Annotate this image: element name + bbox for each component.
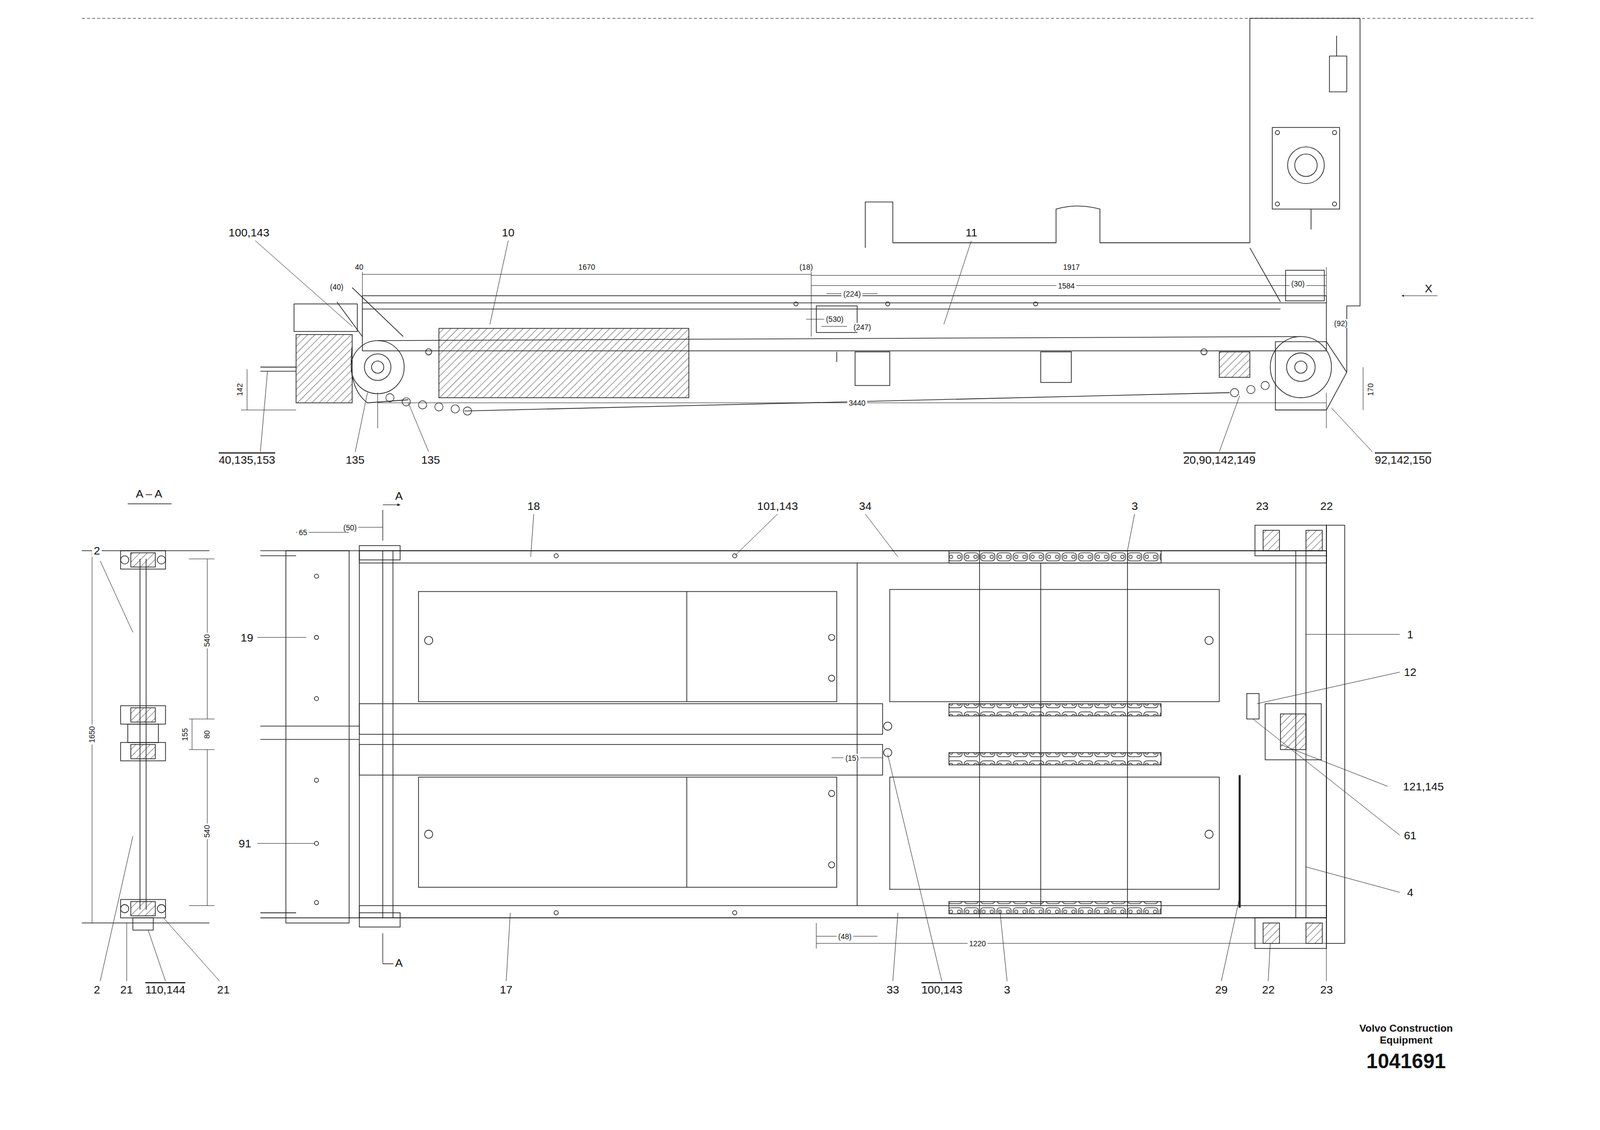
callout-number: 34 — [857, 499, 873, 513]
dimension-value: 540 — [202, 633, 212, 649]
callout-number: 135 — [419, 453, 442, 467]
callout-number: 11 — [964, 226, 980, 240]
callout-number: 22 — [1260, 983, 1276, 997]
callout-number: 100,143 — [226, 226, 271, 240]
callout-number: 40,135,153 — [217, 453, 277, 467]
callout-number: 23 — [1254, 499, 1271, 513]
dimension-value: (30) — [1289, 279, 1307, 289]
callout-number: 33 — [885, 983, 901, 997]
callout-number: 110,144 — [143, 983, 187, 997]
dimension-value: 1917 — [1061, 262, 1082, 272]
callout-number: 21 — [215, 983, 232, 997]
dimension-value: 155 — [180, 726, 190, 743]
callout-number: 2 — [92, 983, 103, 997]
callout-number: 22 — [1318, 499, 1334, 513]
callout-number: X — [1423, 282, 1434, 296]
callout-number: 91 — [237, 837, 253, 851]
callout-number: 21 — [118, 983, 135, 997]
callout-number: 1 — [1405, 628, 1416, 642]
callout-number: 19 — [239, 631, 255, 645]
drawing-number: 1041691 — [1364, 1050, 1448, 1075]
dimension-value: (530) — [824, 314, 846, 324]
callout-number: 10 — [500, 226, 516, 240]
dimension-value: 40 — [353, 262, 366, 272]
dimension-value: (15) — [843, 754, 861, 763]
callout-number: 3 — [1129, 499, 1140, 513]
callout-number: A – A — [134, 487, 164, 501]
dimension-value: 540 — [202, 823, 212, 840]
callout-number: 3 — [1002, 983, 1013, 997]
callout-number: 101,143 — [755, 499, 800, 513]
callout-number: A — [393, 956, 405, 970]
dimension-value: (48) — [836, 932, 854, 942]
dimension-value: 80 — [202, 728, 212, 741]
callout-number: 17 — [498, 983, 514, 997]
dimension-value: (247) — [851, 323, 873, 332]
callout-number: 92,142,150 — [1373, 453, 1433, 467]
dimension-value: 142 — [235, 382, 245, 398]
callout-number: 61 — [1402, 829, 1418, 843]
dimension-value: 170 — [1366, 382, 1375, 398]
dimension-value: 3440 — [847, 398, 867, 408]
dimension-value: 1650 — [87, 724, 97, 745]
dimension-value: 65 — [297, 528, 310, 537]
callout-number: A — [393, 489, 405, 503]
callout-number: 121,145 — [1401, 780, 1446, 794]
dimension-value: 1584 — [1056, 281, 1076, 291]
callout-number: 2 — [92, 544, 103, 558]
callout-number: 23 — [1318, 983, 1334, 997]
dimension-value: (50) — [341, 523, 359, 533]
dimension-value: (18) — [797, 262, 815, 272]
callout-number: 18 — [525, 499, 542, 513]
company-name: Volvo Construction Equipment — [1339, 1022, 1473, 1047]
callout-number: 100,143 — [919, 983, 964, 997]
dimension-value: (92) — [1332, 319, 1350, 328]
callout-number: 12 — [1402, 665, 1418, 679]
dimension-value: (224) — [841, 289, 863, 299]
callout-number: 4 — [1405, 886, 1416, 900]
callout-number: 20,90,142,149 — [1181, 453, 1258, 467]
dimension-value: 1670 — [576, 262, 597, 272]
callout-number: 29 — [1213, 983, 1230, 997]
callout-number: 135 — [343, 453, 367, 467]
dimension-value: 1220 — [967, 939, 988, 949]
dimension-value: (40) — [328, 282, 346, 291]
